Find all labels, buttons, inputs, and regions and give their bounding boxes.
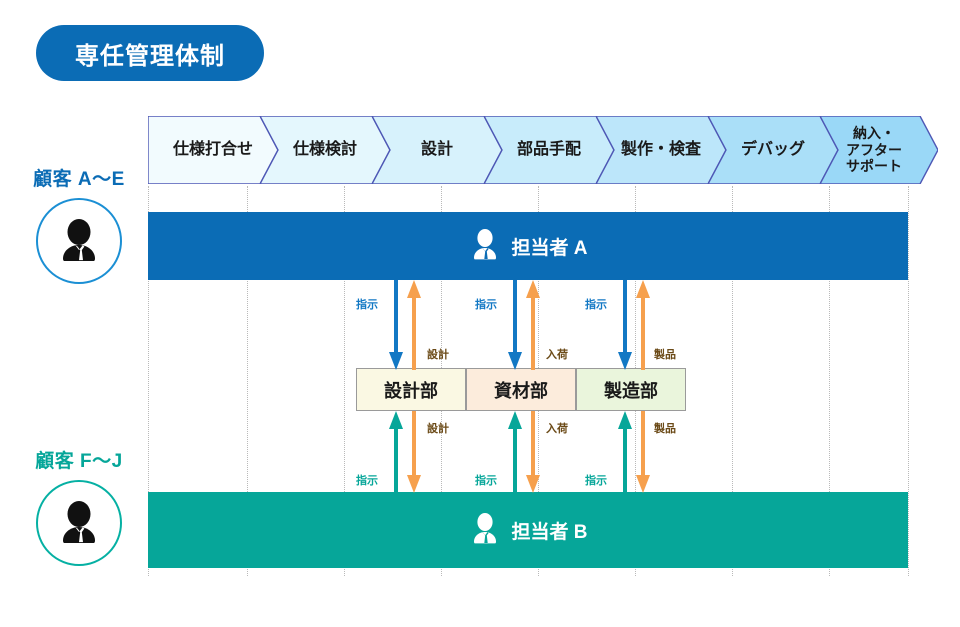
process-step-label: デバッグ: [740, 140, 805, 158]
process-step-label: 製作・検査: [620, 140, 701, 158]
column-divider: [148, 186, 149, 576]
arrow-up-instruct-6: [618, 411, 632, 493]
column-divider: [344, 186, 345, 576]
process-step-7[interactable]: 納入・ アフター サポート: [820, 116, 938, 184]
flow-label-instruct: 指示: [475, 475, 497, 487]
person-icon: [63, 501, 95, 543]
flow-label-return: 入荷: [546, 349, 568, 361]
arrow-down-instruct-2: [508, 280, 522, 370]
diagram-title-badge: 専任管理体制: [36, 25, 264, 81]
page-title: 専任管理体制: [75, 42, 225, 70]
process-step-3[interactable]: 設計: [372, 116, 502, 184]
flow-label-instruct: 指示: [356, 475, 378, 487]
process-step-label: 仕様検討: [292, 140, 357, 158]
chevron-shape-icon: [820, 116, 938, 184]
column-divider: [247, 186, 248, 576]
department-box-design[interactable]: 設計部: [356, 368, 466, 411]
staff-bar-a: 担当者 A: [148, 212, 908, 280]
staff-label: 担当者 A: [511, 237, 588, 259]
process-step-1[interactable]: 仕様打合せ: [148, 116, 278, 184]
arrow-up-return-1: [407, 280, 421, 370]
customer-group-a: 顧客 A〜E: [14, 164, 144, 284]
flow-label-return: 入荷: [546, 423, 568, 435]
process-step-5[interactable]: 製作・検査: [596, 116, 726, 184]
staff-bar-b: 担当者 B: [148, 492, 908, 568]
chevron-shape-icon: [708, 116, 838, 184]
process-step-label: 設計: [420, 140, 453, 158]
arrow-up-return-3: [636, 280, 650, 370]
customer-label: 顧客 F〜J: [35, 451, 123, 472]
flow-label-return: 製品: [654, 423, 676, 435]
arrow-down-return-6: [636, 411, 650, 493]
column-divider: [908, 186, 909, 576]
flow-label-instruct: 指示: [475, 299, 497, 311]
chevron-shape-icon: [260, 116, 390, 184]
staff-label: 担当者 B: [511, 521, 588, 543]
chevron-shape-icon: [372, 116, 502, 184]
process-step-6[interactable]: デバッグ: [708, 116, 838, 184]
flow-label-return: 製品: [654, 349, 676, 361]
column-divider: [732, 186, 733, 576]
arrow-down-return-4: [407, 411, 421, 493]
chevron-shape-icon: [484, 116, 614, 184]
customer-label: 顧客 A〜E: [33, 169, 125, 190]
department-box-material[interactable]: 資材部: [466, 368, 576, 411]
avatar: [36, 198, 122, 284]
person-icon: [63, 219, 95, 261]
chevron-shape-icon: [596, 116, 726, 184]
process-step-2[interactable]: 仕様検討: [260, 116, 390, 184]
flow-label-instruct: 指示: [356, 299, 378, 311]
arrow-down-instruct-3: [618, 280, 632, 370]
person-icon: [474, 229, 497, 260]
flow-label-return: 設計: [427, 349, 449, 361]
arrow-up-instruct-5: [508, 411, 522, 493]
customer-group-b: 顧客 F〜J: [14, 446, 144, 566]
department-box-manufacture[interactable]: 製造部: [576, 368, 686, 411]
arrow-down-instruct-1: [389, 280, 403, 370]
arrow-down-return-5: [526, 411, 540, 493]
process-step-4[interactable]: 部品手配: [484, 116, 614, 184]
process-step-label: 部品手配: [516, 140, 581, 158]
flow-label-instruct: 指示: [585, 475, 607, 487]
process-step-label: 仕様打合せ: [172, 140, 253, 158]
arrow-up-return-2: [526, 280, 540, 370]
flow-label-instruct: 指示: [585, 299, 607, 311]
column-divider: [829, 186, 830, 576]
arrow-up-instruct-4: [389, 411, 403, 493]
person-icon: [474, 513, 497, 544]
avatar: [36, 480, 122, 566]
process-chevron-band: 仕様打合せ 仕様検討 設計 部品手配 製作・検査: [148, 116, 938, 184]
flow-label-return: 設計: [427, 423, 449, 435]
process-step-label: 納入・ アフター サポート: [846, 125, 902, 175]
